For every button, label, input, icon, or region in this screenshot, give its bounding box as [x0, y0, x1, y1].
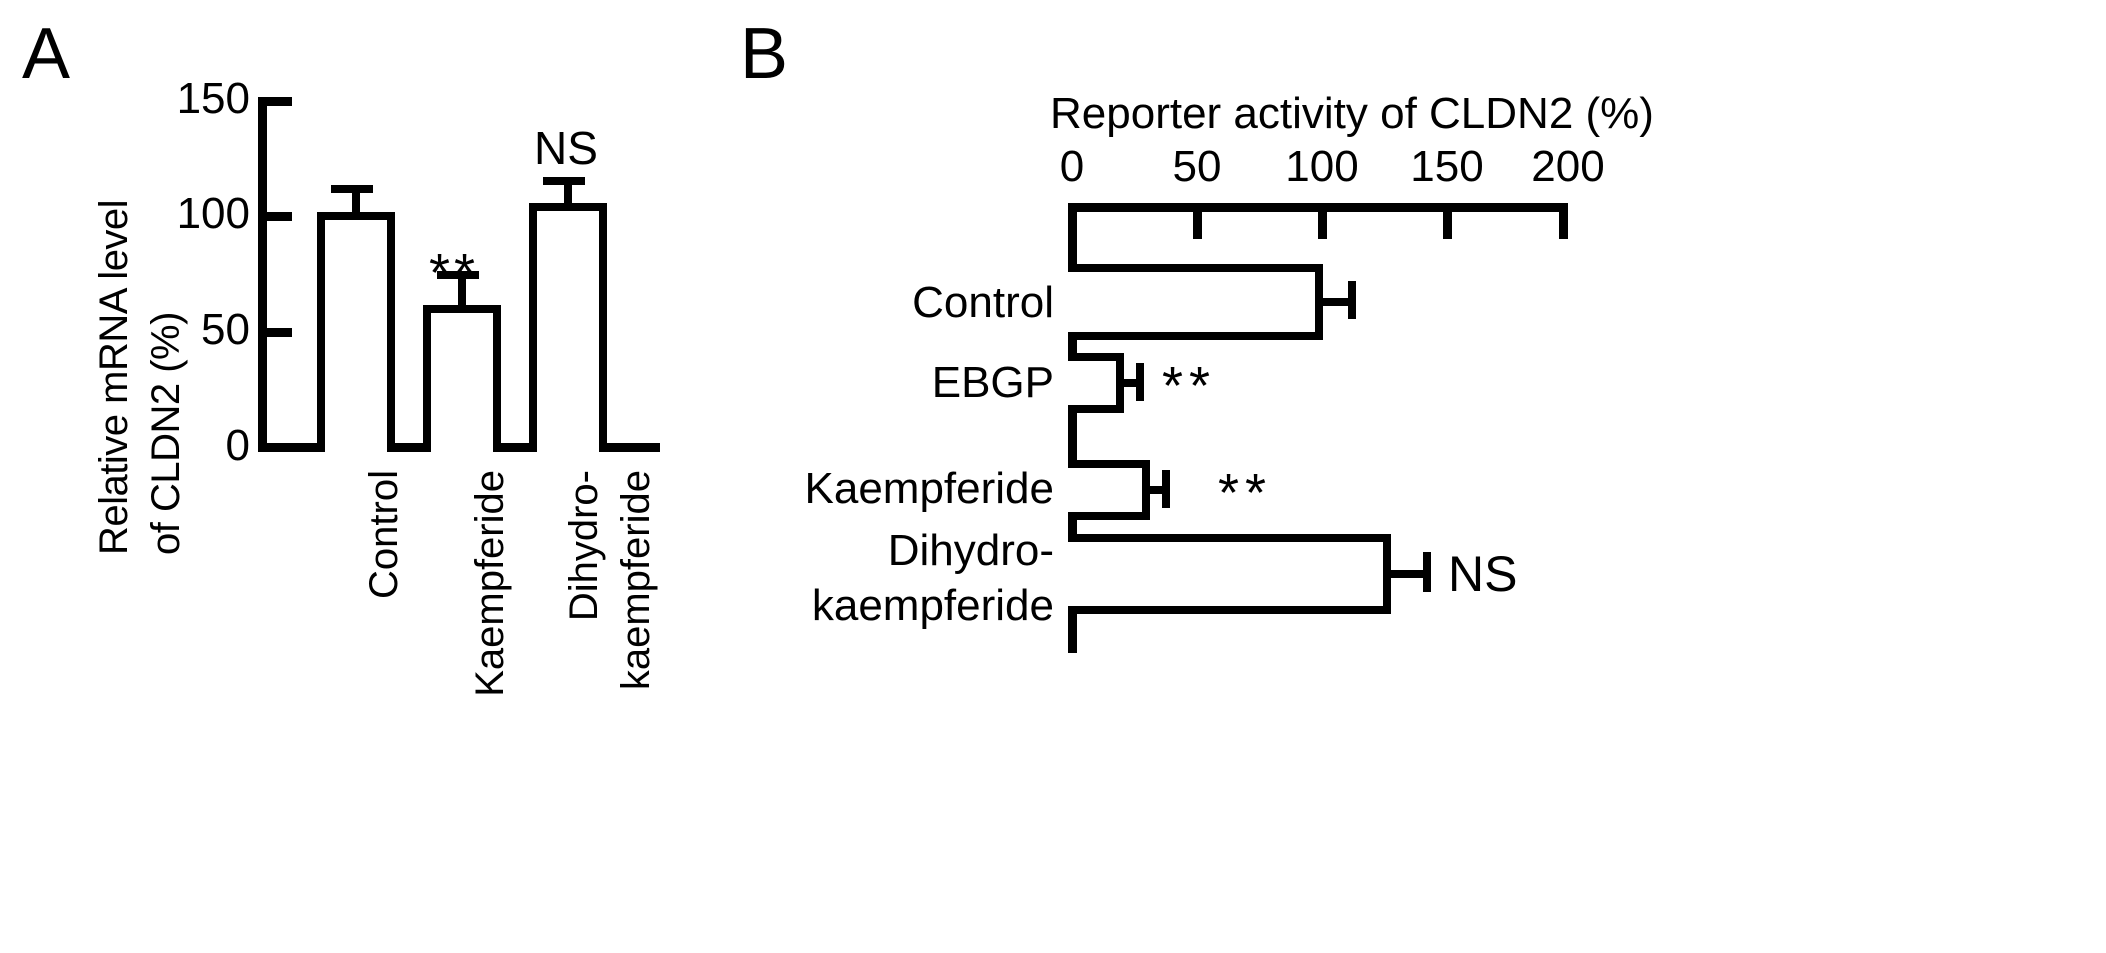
error-bar-control-cap — [1348, 281, 1356, 319]
x-tickmark-150 — [1443, 203, 1452, 239]
error-bar-dihydro-cap — [1423, 552, 1431, 592]
error-bar-dihydro-line — [1387, 570, 1429, 578]
y-category-control: Control — [912, 278, 1054, 327]
y-category-dihydro-kaempferide-line-2: kaempferide — [811, 581, 1054, 630]
panel-a-letter: A — [22, 14, 71, 94]
x-tick-label-50: 50 — [1172, 142, 1222, 191]
x-tick-label-100: 100 — [1285, 142, 1359, 191]
x-tick-label-150: 150 — [1410, 142, 1484, 191]
x-tickmark-100 — [1318, 203, 1327, 239]
panel-a-y-axis-line — [258, 97, 267, 450]
error-bar-control-line — [1319, 298, 1354, 306]
x-category-dihydro-kaempferide: Dihydro- kaempferide — [530, 470, 658, 770]
bar-control — [1068, 264, 1323, 340]
x-category-dihydro-line-1: Dihydro- — [562, 470, 606, 622]
x-tickmark-50 — [1193, 203, 1202, 239]
x-category-control: Control — [330, 470, 406, 770]
y-tickmark-50 — [258, 328, 292, 337]
error-bar-dihydro-line — [564, 180, 572, 208]
error-bar-kaempferide-cap — [437, 271, 479, 279]
x-category-control-line-1: Control — [362, 470, 406, 599]
x-category-kaempferide: Kaempferide — [436, 470, 512, 770]
significance-dihydro-kaempferide: NS — [534, 122, 598, 174]
significance-dihydro-kaempferide: NS — [1448, 546, 1518, 602]
error-bar-dihydro-cap — [543, 177, 585, 185]
panel-b-axis-title: Reporter activity of CLDN2 (%) — [1050, 89, 1654, 138]
error-bar-kaempferide-line — [1146, 486, 1168, 494]
bar-dihydro-kaempferide — [1068, 534, 1391, 614]
y-tickmark-150 — [258, 97, 292, 106]
panel-a-y-tick-labels: 150 100 50 0 — [130, 0, 250, 953]
error-bar-control-line — [352, 188, 360, 218]
error-bar-kaempferide-line — [458, 274, 466, 310]
significance-kaempferide: ** — [429, 243, 480, 303]
x-tickmark-200 — [1559, 203, 1568, 239]
y-tick-label-150: 150 — [176, 74, 250, 123]
error-bar-ebgp-line — [1120, 379, 1142, 387]
bar-control — [317, 212, 395, 452]
significance-ebgp: ** — [1162, 356, 1217, 416]
x-category-dihydro-line-2: kaempferide — [614, 470, 658, 691]
error-bar-kaempferide-cap — [1162, 470, 1170, 508]
significance-kaempferide: ** — [1218, 463, 1273, 523]
bar-kaempferide — [423, 305, 501, 452]
y-category-dihydro-kaempferide-line-1: Dihydro- — [887, 526, 1054, 575]
x-tick-label-0: 0 — [1059, 142, 1085, 191]
y-tick-label-0: 0 — [225, 421, 250, 470]
error-bar-ebgp-cap — [1136, 363, 1144, 401]
x-tick-label-200: 200 — [1531, 142, 1605, 191]
panel-b-y-axis-line — [1068, 203, 1077, 653]
y-tick-label-50: 50 — [201, 305, 250, 354]
bar-dihydro-kaempferide — [529, 203, 607, 452]
panel-b: B Reporter activity of CLDN2 (%) 0 50 10… — [740, 0, 2106, 953]
y-tick-label-100: 100 — [176, 189, 250, 238]
bar-ebgp — [1068, 353, 1124, 413]
panel-b-letter: B — [740, 14, 789, 94]
panel-a: A Relative mRNA level of CLDN2 (%) 150 1… — [0, 0, 940, 953]
y-category-kaempferide: Kaempferide — [804, 464, 1054, 513]
error-bar-control-cap — [331, 185, 373, 193]
y-category-ebgp: EBGP — [931, 358, 1054, 407]
x-category-kaempferide-line-1: Kaempferide — [468, 470, 512, 697]
y-tickmark-100 — [258, 212, 292, 221]
bar-kaempferide — [1068, 460, 1150, 520]
